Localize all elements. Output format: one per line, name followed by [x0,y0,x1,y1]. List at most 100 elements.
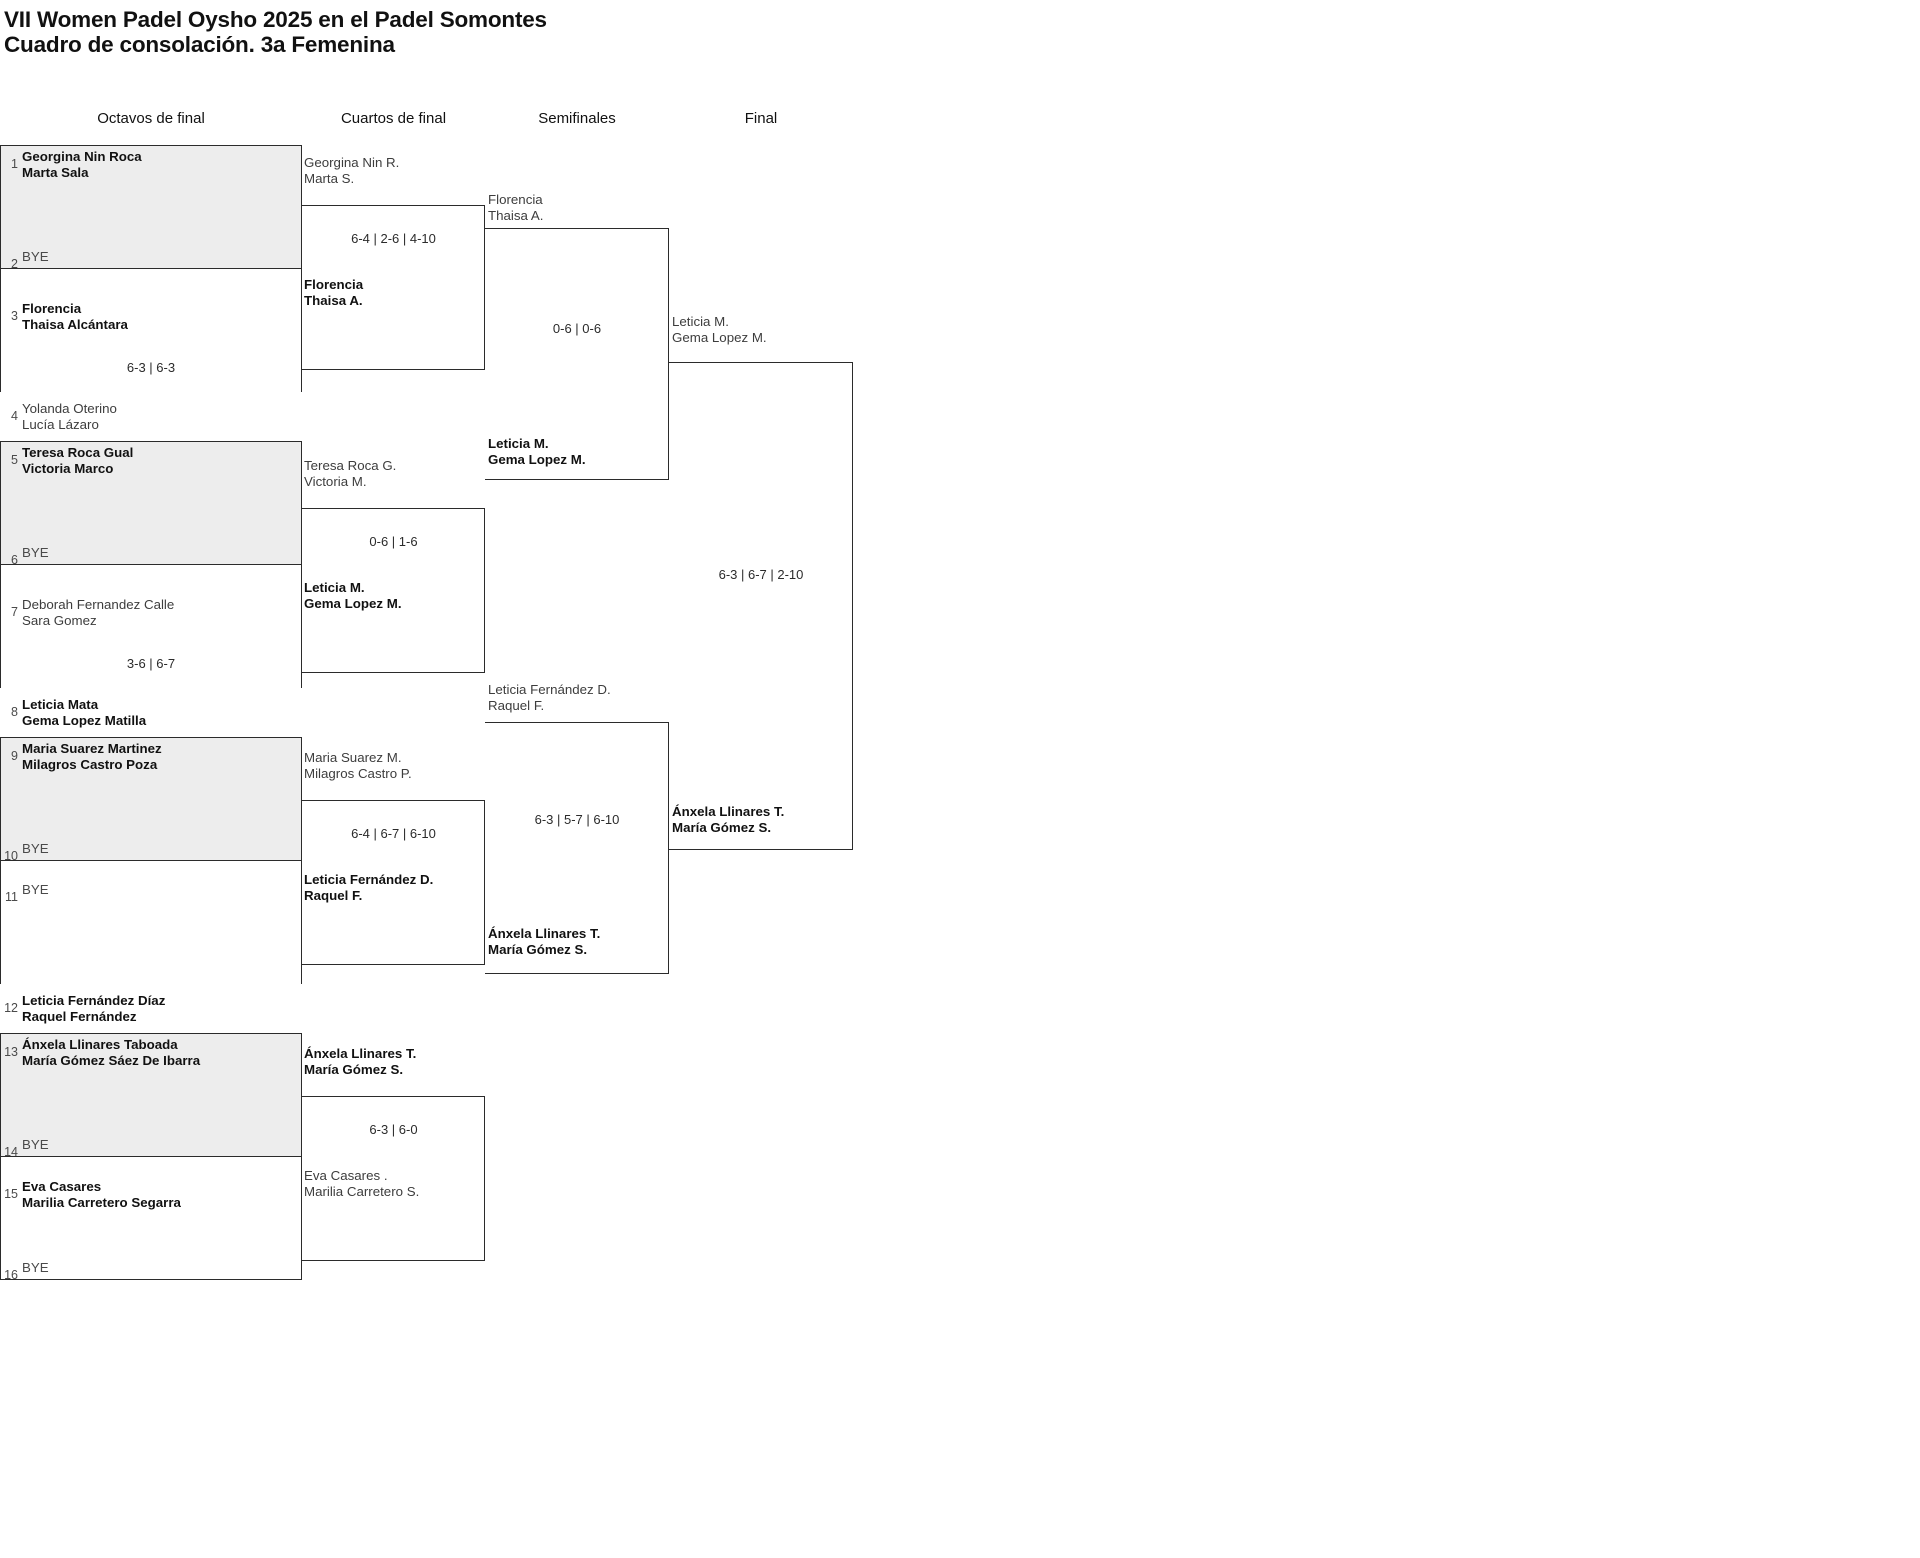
bracket-slot[interactable]: 6 BYE [0,544,302,568]
player-name: Ánxela Llinares T. [488,926,601,941]
round2-entrant[interactable]: Ánxela Llinares T. María Gómez S. [304,1046,416,1078]
match-score: 6-3 | 5-7 | 6-10 [534,812,620,827]
round3-entrant[interactable]: Leticia M. Gema Lopez M. [488,436,586,468]
seed-number: 11 [5,890,18,904]
round2-match-box[interactable] [302,1096,485,1261]
player-name: Teresa Roca G. [304,458,397,473]
player-name: María Gómez S. [304,1062,404,1077]
player-name: Ánxela Llinares Taboada [22,1037,178,1052]
bracket-subtitle: Cuadro de consolación. 3a Femenina [4,32,395,57]
round3-match-box[interactable] [485,228,669,480]
bracket-slot[interactable]: 14 BYE [0,1136,302,1160]
player-name: Florencia [488,192,543,207]
seed-number: 9 [11,749,18,763]
player-name: Raquel F. [304,888,363,903]
bracket-slot[interactable]: 16 BYE [0,1259,302,1283]
round2-entrant[interactable]: Eva Casares . Marilia Carretero S. [304,1168,419,1200]
player-name: BYE [22,1137,49,1152]
team-names: BYE [22,544,49,561]
champion-entrant[interactable]: Ánxela Llinares T. María Gómez S. [672,804,784,836]
round1-pair[interactable] [0,1033,302,1156]
match-score: 0-6 | 0-6 [552,321,602,336]
bracket-slot[interactable]: 15 Eva Casares Marilia Carretero Segarra [0,1178,302,1211]
bracket-slot[interactable]: 5 Teresa Roca Gual Victoria Marco [0,444,302,477]
player-name: María Gómez S. [488,942,588,957]
match-score: 6-3 | 6-0 [369,1122,418,1137]
round1-pair[interactable] [0,145,302,268]
seed-number: 12 [4,1001,18,1015]
tournament-bracket: 1 Georgina Nin Roca Marta Sala 2 BYE 3 F… [0,145,853,1283]
round2-entrant[interactable]: Leticia M. Gema Lopez M. [304,580,402,612]
seed-number: 10 [4,849,18,863]
bracket-slot[interactable]: 12 Leticia Fernández Díaz Raquel Fernánd… [0,992,302,1025]
player-name: BYE [22,1260,49,1275]
bracket-slot[interactable]: 3 Florencia Thaisa Alcántara [0,300,302,333]
round2-match-box[interactable] [302,508,485,673]
round3-entrant[interactable]: Ánxela Llinares T. María Gómez S. [488,926,600,958]
team-names: Teresa Roca Gual Victoria Marco [22,444,133,477]
bracket-slot[interactable]: 4 Yolanda Oterino Lucía Lázaro [0,400,302,433]
round2-match-box[interactable] [302,205,485,370]
round-header-semis: Semifinales [538,110,616,127]
bracket-slot[interactable]: 9 Maria Suarez Martinez Milagros Castro … [0,740,302,773]
round1-pair[interactable] [0,737,302,860]
player-name: Raquel Fernández [22,1009,137,1024]
player-name: Teresa Roca Gual [22,445,134,460]
bracket-slot[interactable]: 13 Ánxela Llinares Taboada María Gómez S… [0,1036,302,1069]
round3-match-box[interactable] [485,722,669,974]
player-name: Florencia [304,277,364,292]
bracket-slot[interactable]: 10 BYE [0,840,302,864]
player-name: Deborah Fernandez Calle [22,597,175,612]
round2-entrant[interactable]: Maria Suarez M. Milagros Castro P. [304,750,412,782]
round-header-final: Final [744,110,778,127]
player-name: Leticia M. [672,314,729,329]
team-names: BYE [22,881,49,898]
round1-pair[interactable] [0,1156,302,1280]
team-names: BYE [22,840,49,857]
player-name: Leticia Fernández D. [304,872,434,887]
round1-pair[interactable] [0,441,302,564]
bracket-slot[interactable]: 7 Deborah Fernandez Calle Sara Gomez [0,596,302,629]
round3-entrant[interactable]: Florencia Thaisa A. [488,192,543,224]
round4-match-box[interactable] [669,362,853,850]
team-names: Leticia Fernández Díaz Raquel Fernández [22,992,165,1025]
round2-entrant[interactable]: Teresa Roca G. Victoria M. [304,458,396,490]
seed-number: 2 [11,257,18,271]
player-name: Victoria Marco [22,461,114,476]
player-name: Gema Lopez M. [304,596,402,611]
bracket-slot[interactable]: 2 BYE [0,248,302,272]
player-name: Eva Casares . [304,1168,388,1183]
seed-number: 7 [11,605,18,619]
tournament-name: VII Women Padel Oysho 2025 en el Padel S… [4,7,547,32]
player-name: María Gómez Sáez De Ibarra [22,1053,201,1068]
bracket-slot[interactable]: 1 Georgina Nin Roca Marta Sala [0,148,302,181]
round1-pair[interactable] [0,564,302,688]
team-names: Georgina Nin Roca Marta Sala [22,148,142,181]
round2-match-box[interactable] [302,800,485,965]
match-score: 6-3 | 6-3 [126,360,176,375]
team-names: Florencia Thaisa Alcántara [22,300,128,333]
round2-entrant[interactable]: Florencia Thaisa A. [304,277,363,309]
match-score: 0-6 | 1-6 [369,534,418,549]
round1-pair[interactable] [0,268,302,392]
round2-entrant[interactable]: Leticia Fernández D. Raquel F. [304,872,433,904]
match-score: 3-6 | 6-7 [126,656,176,671]
seed-number: 5 [11,453,18,467]
bracket-slot[interactable]: 8 Leticia Mata Gema Lopez Matilla [0,696,302,729]
round1-pair[interactable] [0,860,302,984]
player-name: Leticia Fernández Díaz [22,993,166,1008]
team-names: Leticia Mata Gema Lopez Matilla [22,696,146,729]
seed-number: 13 [4,1045,18,1059]
player-name: Thaisa Alcántara [22,317,128,332]
bracket-slot[interactable]: 11 BYE [0,881,302,905]
round2-entrant[interactable]: Georgina Nin R. Marta S. [304,155,399,187]
round3-entrant[interactable]: Leticia Fernández D. Raquel F. [488,682,611,714]
player-name: BYE [22,882,49,897]
player-name: María Gómez S. [672,820,772,835]
player-name: Yolanda Oterino [22,401,117,416]
team-names: Deborah Fernandez Calle Sara Gomez [22,596,174,629]
player-name: Marilia Carretero Segarra [22,1195,181,1210]
match-score: 6-4 | 6-7 | 6-10 [351,826,436,841]
player-name: Marta Sala [22,165,89,180]
round4-entrant[interactable]: Leticia M. Gema Lopez M. [672,314,767,346]
